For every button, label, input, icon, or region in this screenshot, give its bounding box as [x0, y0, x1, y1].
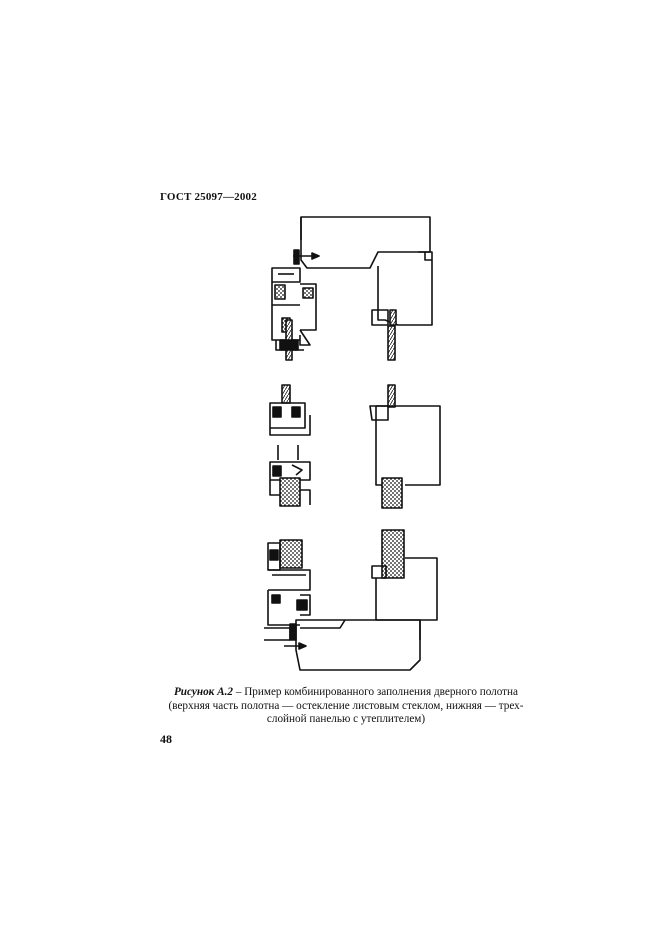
caption-line-2: (верхняя часть полотна — остекление лист… — [168, 699, 524, 712]
bottom-section-drawing — [264, 529, 438, 671]
caption-text-1: Пример комбинированного заполнения дверн… — [244, 686, 519, 698]
middle-section-drawing — [269, 384, 441, 509]
caption-line-3: слойной панелью с утеплителем) — [266, 713, 426, 725]
caption-line-1: Рисунок А.2 – Пример комбинированного за… — [160, 686, 532, 700]
document-code: ГОСТ 25097—2002 — [160, 191, 257, 203]
top-section-drawing — [271, 216, 433, 361]
caption-dash: – — [233, 686, 245, 698]
figure-caption: Рисунок А.2 – Пример комбинированного за… — [160, 686, 532, 727]
page-number: 48 — [160, 732, 172, 746]
figure-label: Рисунок А.2 — [173, 686, 234, 698]
